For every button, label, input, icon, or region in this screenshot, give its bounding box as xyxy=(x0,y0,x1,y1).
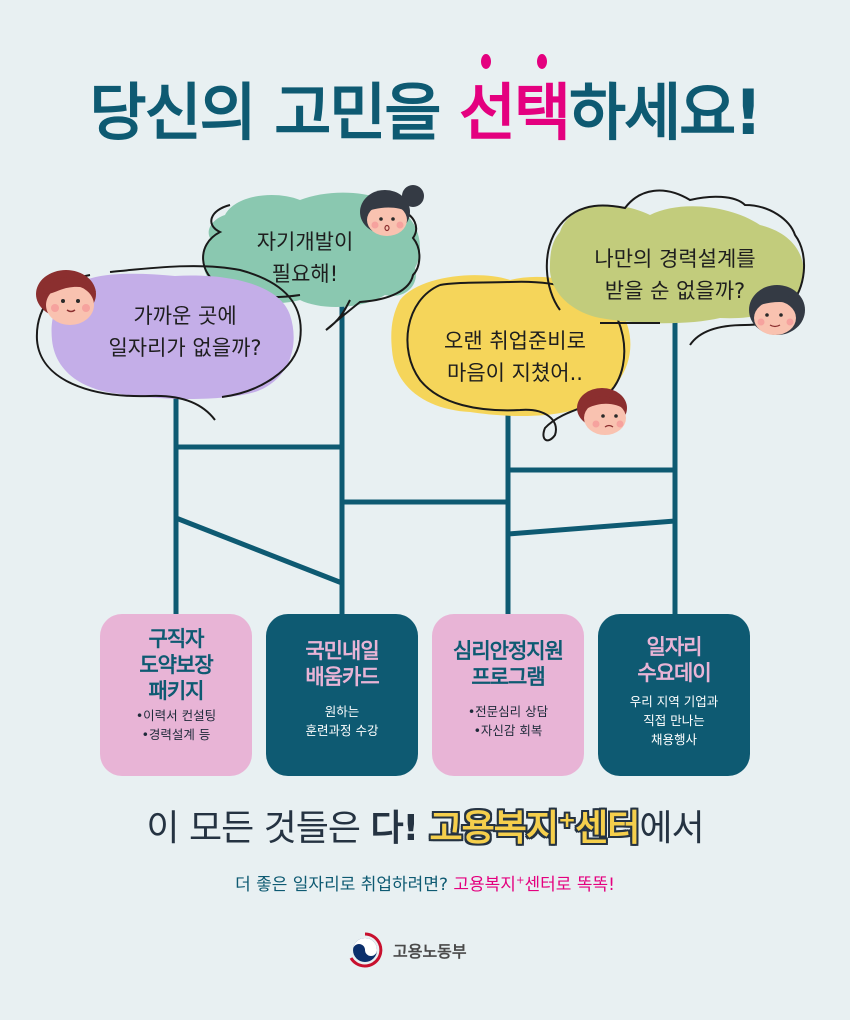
tagline-center-b: 센터 xyxy=(575,808,640,849)
face-purple-avatar xyxy=(36,270,96,325)
title-part2: 하세요! xyxy=(569,76,762,149)
bubble-yellow-text: 오랜 취업준비로 마음이 지쳤어.. xyxy=(415,325,615,389)
bubble-olive-line1: 나만의 경력설계를 xyxy=(594,247,756,271)
program-desc-line2: 직접 만나는 xyxy=(643,713,705,728)
face-green-avatar xyxy=(360,185,424,236)
program-desc-line2: 훈련과정 수강 xyxy=(305,723,379,738)
title-part1: 당신의 고민을 xyxy=(89,76,459,149)
bubble-yellow xyxy=(391,275,631,442)
bubble-yellow-line2: 마음이 지쳤어.. xyxy=(447,361,583,385)
subline-prefix: 더 좋은 일자리로 취업하려면? xyxy=(235,875,454,895)
subline-center-a: 고용복지 xyxy=(453,875,516,895)
program-desc-line1: 우리 지역 기업과 xyxy=(629,694,719,709)
program-desc-line3: 채용행사 xyxy=(650,732,697,747)
bubble-yellow-line1: 오랜 취업준비로 xyxy=(444,329,586,353)
program-title-line3: 패키지 xyxy=(148,679,205,703)
subline-plus: + xyxy=(515,875,525,887)
ladder-lines xyxy=(173,305,678,616)
tagline-bold: 다! xyxy=(370,808,430,849)
program-card-job-demand-day[interactable]: 일자리 수요데이 우리 지역 기업과 직접 만나는 채용행사 xyxy=(598,614,750,776)
bubble-purple-line1: 가까운 곳에 xyxy=(133,304,237,328)
program-desc-line1: 원하는 xyxy=(324,704,360,719)
program-card-learning-card[interactable]: 국민내일 배움카드 원하는 훈련과정 수강 xyxy=(266,614,418,776)
program-title-line2: 배움카드 xyxy=(305,665,379,689)
tagline-center-name: 고용복지+센터 xyxy=(429,808,641,849)
accent-dots xyxy=(459,54,569,69)
program-card-psych-support[interactable]: 심리안정지원 프로그램 •전문심리 상담 •자신감 회복 xyxy=(432,614,584,776)
bubble-purple-text: 가까운 곳에 일자리가 없을까? xyxy=(85,300,285,364)
program-title-line2: 수요데이 xyxy=(637,661,711,685)
tagline-suffix: 에서 xyxy=(639,808,704,849)
subline-center: 고용복지+센터로 똑똑! xyxy=(453,875,615,895)
program-desc-line2: •자신감 회복 xyxy=(473,723,543,738)
program-title-line1: 일자리 xyxy=(646,635,703,659)
title-accent-text: 선택 xyxy=(458,76,571,149)
bubble-green-text: 자기개발이 필요해! xyxy=(225,226,385,290)
program-card-job-seeker-package[interactable]: 구직자 도약보장 패키지 •이력서 컨설팅 •경력설계 등 xyxy=(100,614,252,776)
subline: 더 좋은 일자리로 취업하려면? 고용복지+센터로 똑똑! xyxy=(0,870,850,895)
bubble-olive-line2: 받을 순 없을까? xyxy=(604,279,746,303)
program-title-line1: 국민내일 xyxy=(305,639,379,663)
program-title-line1: 구직자 xyxy=(148,627,205,651)
bubble-olive-text: 나만의 경력설계를 받을 순 없을까? xyxy=(575,243,775,307)
tagline-prefix: 이 모든 것들은 xyxy=(146,808,371,849)
program-title-line1: 심리안정지원 xyxy=(453,639,564,663)
tagline-plus: + xyxy=(558,808,576,833)
title-accent: 선택 xyxy=(458,54,571,149)
bubble-green-line2: 필요해! xyxy=(271,262,339,286)
face-olive-avatar xyxy=(749,285,805,335)
bubble-green-line1: 자기개발이 xyxy=(256,230,354,254)
tagline: 이 모든 것들은 다! 고용복지+센터에서 xyxy=(0,810,850,847)
program-title-line2: 프로그램 xyxy=(471,665,545,689)
ministry-name: 고용노동부 xyxy=(393,942,467,961)
program-title-line2: 도약보장 xyxy=(139,653,213,677)
program-desc-line2: •경력설계 등 xyxy=(141,727,211,742)
face-yellow-avatar xyxy=(577,388,627,435)
page-title: 당신의 고민을 선택하세요! xyxy=(0,54,850,144)
taegeuk-emblem-icon xyxy=(349,932,383,968)
bubble-purple-line2: 일자리가 없을까? xyxy=(108,336,262,360)
tagline-center-a: 고용복지 xyxy=(429,808,559,849)
program-desc-line1: •전문심리 상담 xyxy=(467,704,549,719)
subline-center-b: 센터로 똑똑! xyxy=(524,875,615,895)
program-desc-line1: •이력서 컨설팅 xyxy=(135,708,217,723)
ministry-logo: 고용노동부 xyxy=(347,932,467,968)
